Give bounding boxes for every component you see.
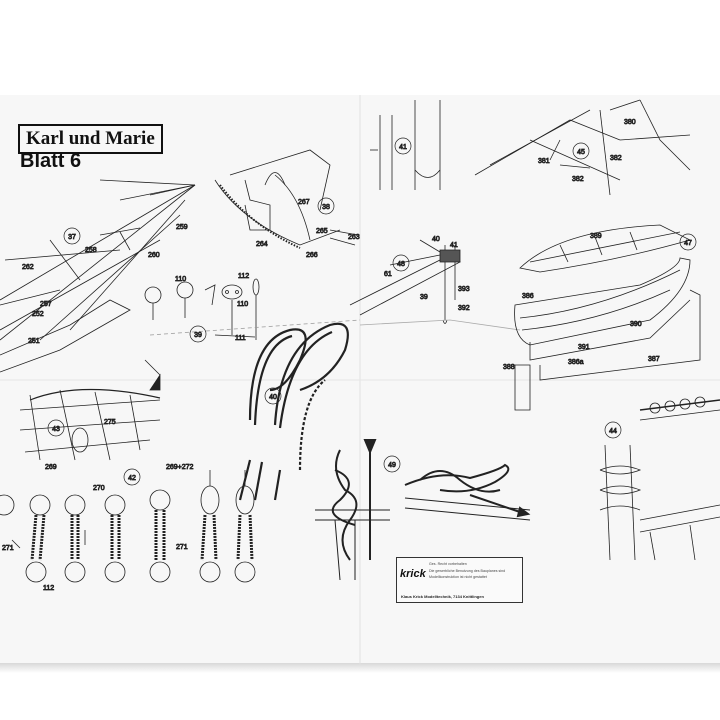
davit-drawing [349, 239, 521, 331]
part-label: 271 [2, 545, 14, 552]
detail-number-49: 49 [388, 462, 396, 469]
detail-number-47: 47 [684, 240, 692, 247]
part-label: 387 [648, 356, 660, 363]
part-label: 61 [384, 271, 392, 278]
part-label: 266 [306, 252, 318, 259]
stamp-line: Modellkonstruktion ist nicht gestattet [429, 575, 487, 579]
detail-number-38: 38 [322, 204, 330, 211]
part-label: 112 [43, 585, 54, 592]
detail-number-48: 48 [397, 261, 405, 268]
deck-fitting-drawing [474, 99, 691, 196]
anchor-chain-drawing [214, 149, 359, 249]
sheet-number: Blatt 6 [20, 150, 82, 172]
eye-bolts-drawing [144, 278, 361, 340]
detail-markers [47, 137, 697, 486]
part-label: 259 [176, 224, 188, 231]
ratlines-drawing [19, 359, 161, 461]
detail-number-45: 45 [577, 149, 585, 156]
brand-logo: krick [400, 568, 426, 580]
part-label: 271 [176, 544, 188, 551]
part-label: 389 [590, 233, 602, 240]
part-label: 386a [568, 359, 584, 366]
manufacturer-stamp: krick Ges. Recht vorbehalten Die gewerbl… [396, 557, 523, 603]
plan-title: Karl und Marie [26, 128, 155, 149]
part-label: 252 [32, 311, 44, 318]
part-label: 267 [298, 199, 310, 206]
rope-on-rail-drawing [404, 463, 531, 521]
detail-number-37: 37 [68, 234, 76, 241]
sheet-shadow [0, 663, 720, 673]
mast-fitting-drawing [370, 100, 441, 190]
part-label: 263 [348, 234, 360, 241]
part-label: 251 [28, 338, 40, 345]
detail-number-41: 41 [399, 144, 407, 151]
part-label: 110 [175, 276, 186, 283]
ships-boat-drawing [514, 224, 701, 411]
part-label: 112 [238, 273, 249, 280]
part-label: 270 [93, 485, 105, 492]
part-label: 265 [316, 228, 328, 235]
part-label: 390 [630, 321, 642, 328]
part-label: 260 [148, 252, 160, 259]
part-label: 110 [237, 301, 248, 308]
part-label: 382 [610, 155, 622, 162]
detail-number-42: 42 [128, 475, 136, 482]
stamp-line: Ges. Recht vorbehalten [429, 562, 467, 566]
part-label: 388 [503, 364, 515, 371]
cleat-belaying-drawing [315, 439, 390, 581]
part-label: 257 [40, 301, 52, 308]
part-label: 258 [85, 247, 97, 254]
part-label: 386 [522, 293, 534, 300]
part-label: 269 [45, 464, 57, 471]
part-label: 392 [458, 305, 470, 312]
part-label: 393 [458, 286, 470, 293]
stamp-footer: Klaus Krick Modelltechnik, 7134 Knittlin… [401, 594, 484, 599]
part-label: 380 [624, 119, 636, 126]
blocks-row-drawing [0, 470, 256, 583]
part-label: 40 [432, 236, 440, 243]
part-label: 39 [420, 294, 428, 301]
stamp-line: Die gewerbliche Benutzung des Bauplanes … [429, 569, 506, 573]
detail-number-39: 39 [194, 332, 202, 339]
part-label: 382 [572, 176, 584, 183]
detail-number-43: 43 [52, 426, 60, 433]
bowsprit-rigging [0, 179, 196, 373]
title-box: Karl und Marie [18, 124, 163, 154]
part-label: 41 [450, 242, 458, 249]
rope-loops-drawing [238, 322, 349, 501]
part-label: 262 [22, 264, 34, 271]
mast-rigging-drawing [599, 396, 720, 561]
part-label: 111 [235, 335, 246, 342]
part-label: 264 [256, 241, 268, 248]
part-label: 391 [578, 344, 590, 351]
detail-number-44: 44 [609, 428, 617, 435]
part-label: 269+272 [166, 464, 194, 471]
detail-number-40: 40 [269, 394, 277, 401]
part-label: 381 [538, 158, 550, 165]
part-label: 275 [104, 419, 116, 426]
